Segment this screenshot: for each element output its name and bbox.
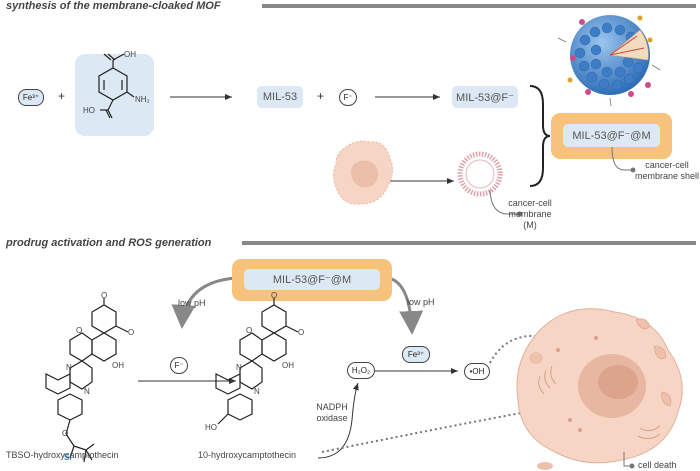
drug-ho: HO bbox=[205, 423, 217, 432]
synthesis-section-title: synthesis of the membrane-cloaked MOF bbox=[6, 0, 221, 12]
activation-section-rule bbox=[242, 241, 696, 245]
oxidase-label: oxidase bbox=[316, 413, 348, 423]
prodrug-molecule bbox=[45, 298, 129, 463]
mil53-box: MIL-53 bbox=[257, 86, 303, 108]
h2o2-badge: H₂O₂ bbox=[347, 362, 375, 379]
prodrug-o-ether: O bbox=[62, 429, 69, 438]
drug-name: 10-hydroxycamptothecin bbox=[198, 450, 297, 460]
prodrug-oh: OH bbox=[112, 361, 124, 370]
ligand-panel bbox=[75, 54, 154, 136]
cell-death-label: cell death bbox=[638, 460, 677, 470]
shell-label-line1: cancer-cell bbox=[645, 160, 689, 170]
synthesis-section-rule bbox=[262, 4, 696, 8]
cancer-cell-small bbox=[332, 140, 394, 205]
activation-mof-box: MIL-53@F⁻@M bbox=[244, 269, 380, 290]
drug-o-3: O bbox=[246, 326, 253, 335]
membrane-label-line1: cancer-cell bbox=[508, 198, 552, 208]
cloaked-nanoparticle bbox=[557, 15, 661, 107]
prodrug-o-2: O bbox=[128, 328, 135, 337]
activation-section-title: prodrug activation and ROS generation bbox=[6, 237, 212, 249]
terephthalic-ligand bbox=[98, 53, 135, 119]
shell-label: cancer-cell membrane shell bbox=[634, 160, 700, 182]
drug-oh: OH bbox=[282, 361, 294, 370]
drug-o-2: O bbox=[298, 328, 305, 337]
plus-sign-1: + bbox=[58, 89, 66, 103]
membrane-label: cancer-cell membrane (M) bbox=[500, 198, 560, 231]
ligand-oh-label: OH bbox=[124, 50, 136, 59]
prodrug-n-2: N bbox=[84, 387, 90, 396]
membrane-vesicle bbox=[457, 151, 503, 197]
membrane-label-line2: membrane bbox=[508, 209, 552, 219]
prodrug-si: Si bbox=[64, 453, 72, 462]
hydroxyl-radical-badge: •OH bbox=[464, 363, 490, 380]
drug-molecule bbox=[215, 298, 299, 425]
nadph-oxidase-label: NADPH oxidase bbox=[310, 402, 354, 424]
activation-fluoride-badge: F⁻ bbox=[170, 357, 188, 374]
activation-fe3-badge: Fe³⁺ bbox=[402, 346, 430, 363]
prodrug-n-1: N bbox=[66, 363, 72, 372]
prodrug-name: TBSO-hydroxycamptothecin bbox=[6, 450, 119, 460]
drug-n-1: N bbox=[236, 363, 242, 372]
low-ph-right-label: low pH bbox=[407, 297, 435, 307]
cancer-cell-large bbox=[516, 308, 683, 470]
plus-sign-2: + bbox=[317, 89, 325, 103]
nadph-label: NADPH bbox=[316, 402, 348, 412]
ligand-ho-label: HO bbox=[83, 106, 95, 115]
low-ph-left-label: low pH bbox=[178, 298, 206, 308]
membrane-label-line3: (M) bbox=[523, 220, 537, 230]
fe3-ion-badge: Fe³⁺ bbox=[18, 89, 44, 106]
mil53-f-box: MIL-53@F⁻ bbox=[452, 86, 518, 108]
shell-label-line2: membrane shell bbox=[634, 171, 700, 181]
fluoride-badge: F⁻ bbox=[339, 89, 357, 106]
drug-o-1: O bbox=[271, 291, 278, 300]
prodrug-o-1: O bbox=[101, 291, 108, 300]
grouping-brace bbox=[529, 85, 551, 187]
ligand-nh2-label: NH₂ bbox=[135, 95, 150, 104]
drug-n-2: N bbox=[254, 387, 260, 396]
mil53-f-m-box: MIL-53@F⁻@M bbox=[563, 124, 660, 147]
prodrug-o-3: O bbox=[76, 326, 83, 335]
